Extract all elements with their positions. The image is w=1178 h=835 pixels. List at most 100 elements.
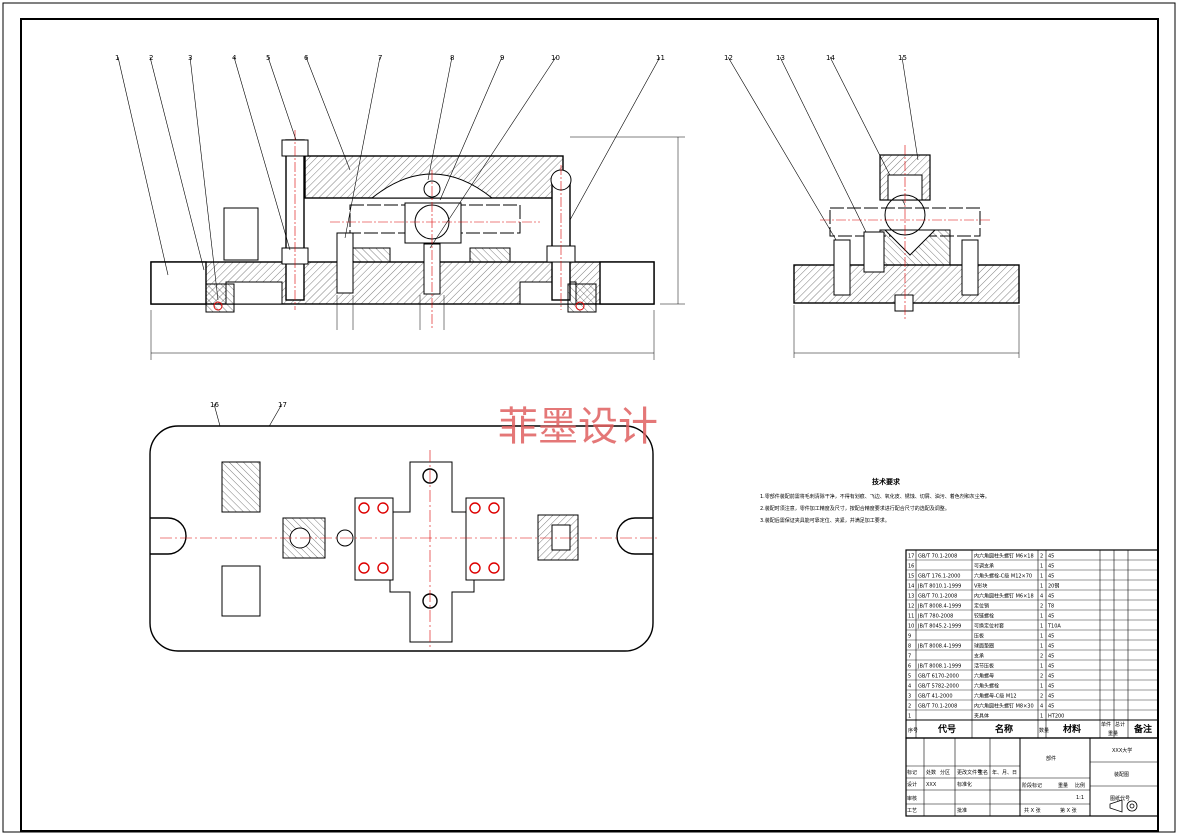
- bom-cell-name: 夹具体: [974, 713, 989, 720]
- title-block: [905, 737, 1159, 817]
- bom-cell-code: JB/T 8008.4-1999: [917, 644, 961, 650]
- bom-cell-code: JB/T 8045.2-1999: [917, 624, 961, 630]
- bom-cell-name: 压板: [974, 633, 984, 640]
- bom-cell-seq: 6: [908, 664, 911, 670]
- drawing-type: 装配图: [1114, 771, 1129, 778]
- bom-cell-name: 六角头螺栓-C级 M12×70: [974, 573, 1032, 580]
- part-label: 14: [826, 54, 835, 62]
- tech-req-title: 技术要求: [872, 477, 901, 486]
- bom-cell-seq: 1: [908, 714, 911, 720]
- bom-cell-code: JB/T 780-2008: [917, 614, 953, 620]
- bom-cell-qty: 1: [1040, 614, 1043, 620]
- sheet-of: 第 X 张: [1060, 807, 1077, 814]
- bom-header-code: 代号: [937, 723, 956, 735]
- bom-cell-name: 支承: [974, 653, 984, 660]
- bom-cell-seq: 5: [908, 674, 911, 680]
- bom-cell-seq: 16: [908, 564, 914, 570]
- bom-cell-code: JB/T 8008.1-1999: [917, 664, 961, 670]
- approve-label: 批准: [957, 807, 967, 814]
- designer-label: 设计: [907, 781, 917, 788]
- bom-cell-code: GB/T 41-2000: [918, 694, 953, 700]
- bom-cell-seq: 12: [908, 604, 914, 610]
- tech-req-item: 1.零部件装配前需将毛刺清除干净，不得有划痕、飞边、氧化皮、锈蚀、切屑、油污、着…: [760, 493, 990, 500]
- bom-cell-qty: 4: [1040, 704, 1043, 710]
- bom-cell-name: 内六角圆柱头螺钉 M6×18: [974, 553, 1034, 560]
- part-label: 16: [210, 401, 219, 409]
- projection-symbol-icon: [1109, 799, 1138, 813]
- bom-cell-seq: 9: [908, 634, 911, 640]
- bom-cell-seq: 14: [908, 584, 914, 590]
- inner-border: [20, 18, 1159, 832]
- bom-cell-seq: 10: [908, 624, 914, 630]
- bom-cell-code: GB/T 70.1-2008: [918, 594, 957, 600]
- bom-cell-material: 45: [1048, 664, 1054, 670]
- bom-cell-name: 可调支承: [974, 563, 994, 570]
- bom-cell-qty: 2: [1040, 654, 1043, 660]
- bom-cell-material: 45: [1048, 674, 1054, 680]
- bom-cell-seq: 2: [908, 704, 911, 710]
- bom-header-single: 单件: [1101, 721, 1111, 728]
- change-label: 更改文件号: [957, 769, 982, 776]
- bom-cell-seq: 4: [908, 684, 911, 690]
- technical-requirements: 技术要求 1.零部件装配前需将毛刺清除干净，不得有划痕、飞边、氧化皮、锈蚀、切屑…: [760, 477, 990, 524]
- bom-cell-material: 45: [1048, 634, 1054, 640]
- bom-cell-material: 45: [1048, 594, 1054, 600]
- bom-header-qty: 数量: [1039, 727, 1049, 734]
- bom-cell-material: 45: [1048, 684, 1054, 690]
- front-view: [150, 130, 685, 360]
- tech-req-item: 2.装配时须注意，零件加工精度及尺寸，按配合精度要求进行配合尺寸的选配及调整。: [760, 505, 950, 512]
- bom-cell-name: 球面垫圈: [974, 643, 994, 650]
- bom-cell-qty: 1: [1040, 644, 1043, 650]
- bom-header-note: 备注: [1133, 723, 1152, 735]
- scale-label: 比例: [1075, 782, 1085, 789]
- part-label: 13: [776, 54, 785, 62]
- bom-cell-name: 内六角圆柱头螺钉 M6×18: [974, 593, 1034, 600]
- zone-label: 分区: [940, 769, 950, 776]
- bom-cell-material: 45: [1048, 654, 1054, 660]
- bom-cell-seq: 15: [908, 574, 914, 580]
- bom-cell-code: GB/T 5782-2000: [918, 684, 959, 690]
- weight-label: 重量: [1058, 782, 1068, 789]
- bom-cell-seq: 11: [908, 614, 914, 620]
- bom-cell-name: 内六角圆柱头螺钉 M8×30: [974, 703, 1034, 710]
- part-label: 12: [724, 54, 733, 62]
- bom-cell-name: 铰链螺栓: [974, 613, 994, 620]
- bom-cell-material: 45: [1048, 574, 1054, 580]
- bom-cell-code: GB/T 6170-2000: [918, 674, 959, 680]
- bom-header-total: 总计: [1115, 721, 1125, 728]
- bom-header-seq: 序号: [908, 727, 918, 734]
- bom-cell-code: JB/T 8010.1-1999: [917, 584, 961, 590]
- part-label: 17: [278, 401, 287, 409]
- part-label: 4: [232, 54, 237, 62]
- bom-cell-qty: 1: [1040, 624, 1043, 630]
- bom-header-name: 名称: [995, 723, 1013, 735]
- bom-cell-seq: 3: [908, 694, 911, 700]
- part-label: 15: [898, 54, 907, 62]
- bom-cell-material: HT200: [1048, 714, 1064, 720]
- bom-cell-code: GB/T 70.1-2008: [918, 704, 957, 710]
- stage-label: 阶段标记: [1022, 782, 1042, 789]
- school-name: XXX大学: [1112, 747, 1132, 754]
- part-label: 10: [551, 54, 560, 62]
- bom-cell-name: 六角头螺栓: [974, 683, 999, 690]
- review-label: 审核: [907, 795, 917, 802]
- bom-cell-code: GB/T 70.1-2008: [918, 554, 957, 560]
- count-label: 处数: [926, 769, 936, 776]
- bom-cell-qty: 2: [1040, 604, 1043, 610]
- bom-cell-code: JB/T 8008.4-1999: [917, 604, 961, 610]
- bom-cell-material: 45: [1048, 614, 1054, 620]
- part-label: 11: [656, 54, 665, 62]
- bom-cell-qty: 1: [1040, 664, 1043, 670]
- bom-cell-material: 45: [1048, 644, 1054, 650]
- bom-cell-name: V形块: [974, 583, 987, 590]
- bom-cell-name: 定位销: [974, 603, 989, 610]
- bom-cell-seq: 8: [908, 644, 911, 650]
- bom-header-weight: 重量: [1108, 730, 1118, 737]
- bom-cell-qty: 1: [1040, 684, 1043, 690]
- bom-cell-material: 45: [1048, 564, 1054, 570]
- bom-cell-qty: 2: [1040, 674, 1043, 680]
- bom-cell-name: 六角螺母-C级 M12: [974, 693, 1017, 700]
- side-view: [793, 145, 1020, 358]
